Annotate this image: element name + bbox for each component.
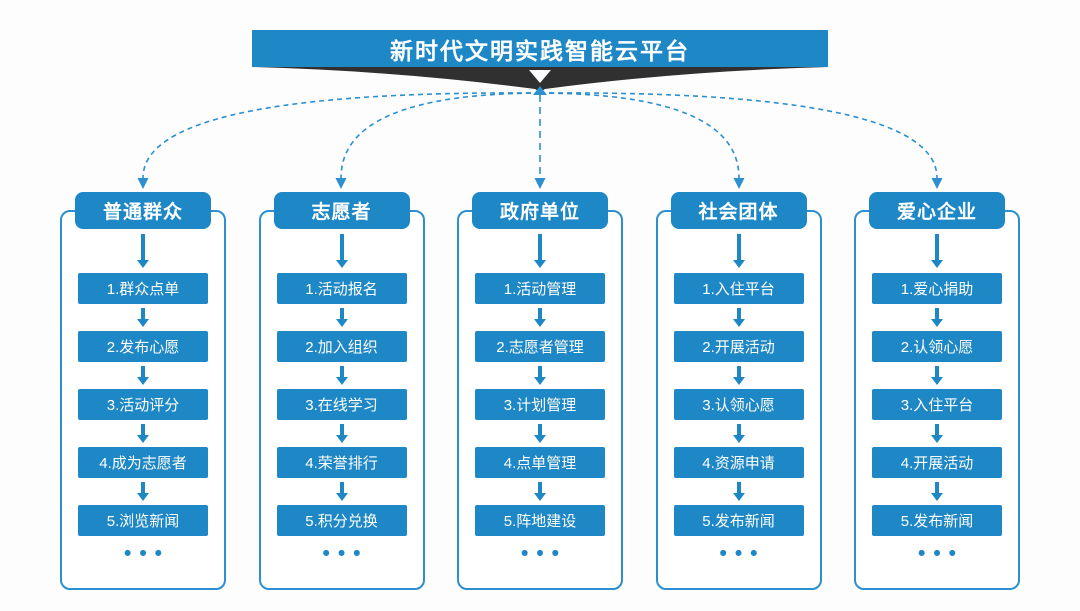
arrow-down-icon [732,308,745,327]
column-header: 普通群众 [75,192,211,229]
arrow-down-icon [335,234,348,268]
step-box: 4.成为志愿者 [78,447,208,478]
step-box: 2.志愿者管理 [475,331,605,362]
step-box: 5.浏览新闻 [78,505,208,536]
step-box: 2.加入组织 [276,331,407,362]
arrow-down-icon [534,234,546,268]
arrow-down-icon [732,424,745,443]
column-public: 普通群众 1.群众点单 2.发布心愿 3.活动评分 4.成为志愿者 5.浏览新闻… [60,192,226,592]
step-box: 5.发布新闻 [673,505,804,536]
arrow-down-icon [137,308,149,327]
connector-line-4 [539,92,740,179]
arrow-down-icon [335,366,348,385]
column-header: 志愿者 [273,192,410,229]
step-box: 3.计划管理 [475,389,605,420]
arrow-down-icon [931,308,943,327]
fan-origin-node [533,86,547,95]
arrow-down-icon [335,482,348,501]
step-box: 1.入住平台 [673,273,804,304]
arrow-down-icon [137,366,149,385]
arrowhead-icon [733,178,745,189]
arrow-down-icon [732,366,745,385]
step-box: 5.积分兑换 [276,505,407,536]
arrowhead-icon [137,178,149,189]
step-box: 1.活动管理 [475,273,605,304]
columns-row: 普通群众 1.群众点单 2.发布心愿 3.活动评分 4.成为志愿者 5.浏览新闻… [60,192,1020,592]
arrow-down-icon [732,482,745,501]
arrowhead-icon [335,178,347,189]
step-box: 5.阵地建设 [475,505,605,536]
arrow-down-icon [335,308,348,327]
step-box: 4.开展活动 [872,447,1002,478]
arrow-down-icon [931,482,943,501]
arrow-down-icon [335,424,348,443]
column-header: 社会团体 [670,192,807,229]
step-box: 1.活动报名 [276,273,407,304]
ellipsis-dots: ••• [322,542,369,565]
arrow-down-icon [137,424,149,443]
step-box: 3.入住平台 [872,389,1002,420]
arrow-down-icon [931,234,943,268]
ellipsis-dots: ••• [719,542,766,565]
platform-title: 新时代文明实践智能云平台 [390,37,690,64]
step-box: 4.资源申请 [673,447,804,478]
arrow-down-icon [931,366,943,385]
funnel-shape [252,67,828,92]
column-social-groups: 社会团体 1.入住平台 2.开展活动 3.认领心愿 4.资源申请 5.发布新闻 … [655,192,822,592]
connector-line-1 [142,92,541,179]
arrowhead-icon [931,178,943,189]
arrow-down-icon [534,424,546,443]
connector-fan [137,86,943,189]
connector-line-5 [539,92,938,179]
platform-banner: 新时代文明实践智能云平台 [252,30,828,67]
step-box: 5.发布新闻 [872,505,1002,536]
column-enterprises: 爱心企业 1.爱心捐助 2.认领心愿 3.入住平台 4.开展活动 5.发布新闻 … [854,192,1020,592]
arrow-down-icon [732,234,745,268]
step-box: 4.荣誉排行 [276,447,407,478]
ellipsis-dots: ••• [520,542,568,565]
arrowhead-icon [534,178,546,189]
step-box: 2.开展活动 [673,331,804,362]
column-header: 爱心企业 [869,192,1005,229]
step-box: 1.群众点单 [78,273,208,304]
arrow-down-icon [931,424,943,443]
step-box: 1.爱心捐助 [872,273,1002,304]
column-government: 政府单位 1.活动管理 2.志愿者管理 3.计划管理 4.点单管理 5.阵地建设… [457,192,623,592]
ellipsis-dots: ••• [917,542,965,565]
arrow-down-icon [137,482,149,501]
step-box: 3.在线学习 [276,389,407,420]
step-box: 2.认领心愿 [872,331,1002,362]
arrow-down-icon [137,234,149,268]
connector-line-2 [340,92,541,179]
step-box: 3.活动评分 [78,389,208,420]
chevron-down-icon [529,70,551,83]
ellipsis-dots: ••• [123,542,171,565]
step-box: 4.点单管理 [475,447,605,478]
column-header: 政府单位 [472,192,608,229]
column-volunteers: 志愿者 1.活动报名 2.加入组织 3.在线学习 4.荣誉排行 5.积分兑换 •… [258,192,425,592]
step-box: 2.发布心愿 [78,331,208,362]
arrow-down-icon [534,482,546,501]
step-box: 3.认领心愿 [673,389,804,420]
arrow-down-icon [534,308,546,327]
arrow-down-icon [534,366,546,385]
